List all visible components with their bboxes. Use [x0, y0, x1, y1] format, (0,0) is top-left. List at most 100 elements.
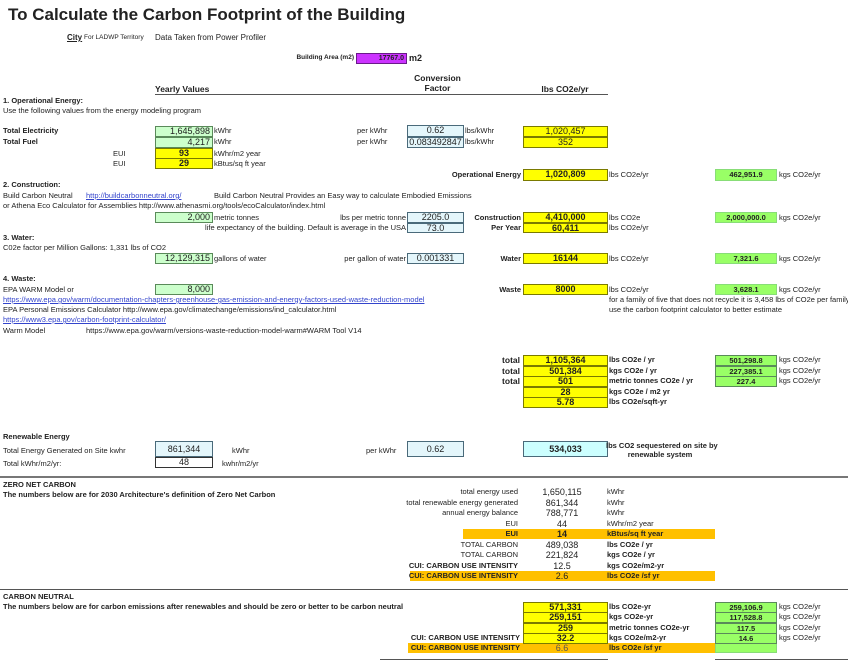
waste-lbs: 8000: [523, 284, 608, 295]
zero-row-value: 788,771: [545, 508, 579, 518]
zero-row-unit: kgs CO2e/m2-yr: [607, 560, 665, 570]
page-title: To Calculate the Carbon Footprint of the…: [8, 5, 406, 24]
zero-row-unit: lbs CO2e / yr: [607, 539, 653, 549]
zero-row-label: EUI: [505, 529, 518, 538]
section-waste: 4. Waste:: [3, 274, 36, 283]
water-kgs: 7,321.6: [715, 253, 777, 264]
eui-label: EUI: [113, 159, 126, 168]
neutral-row-kgs-unit: kgs CO2e/yr: [779, 602, 821, 611]
generated-label: Total Energy Generated on Site kwhr: [3, 446, 126, 455]
sequestered-lbs: 534,033: [523, 441, 608, 457]
generated-input[interactable]: 861,344: [155, 441, 213, 457]
zero-row-unit: kBtus/sq ft year: [607, 529, 664, 538]
bcn-label: Build Carbon Neutral: [3, 191, 73, 200]
neutral-row-unit: kgs CO2e-yr: [609, 612, 654, 622]
warm-model-url: https://www.epa.gov/warm/versions-waste-…: [86, 326, 362, 335]
construction-label: Construction: [474, 213, 521, 222]
operational-note: Use the following values from the energy…: [3, 106, 202, 115]
divider: [0, 589, 848, 590]
eui-label: EUI: [113, 149, 126, 158]
lbs-header: lbs CO2e/yr: [541, 84, 589, 94]
unit-label: metric tonnes CO2e / yr: [609, 376, 694, 385]
zero-row-unit: lbs CO2e /sf yr: [607, 571, 660, 580]
per-label: per kWhr: [357, 126, 388, 135]
divider: [0, 476, 848, 478]
total-kgs-1: 501,298.8: [715, 355, 777, 366]
warm-doc-link[interactable]: https://www.epa.gov/warm/documentation-c…: [3, 295, 425, 304]
athena-note: or Athena Eco Calculator for Assemblies …: [3, 201, 326, 210]
unit-label: kgs CO2e / m2 yr: [609, 387, 670, 396]
water-factor-input[interactable]: 0.001331: [407, 253, 464, 264]
carbon-calculator-link[interactable]: https://www3.epa.gov/carbon-footprint-ca…: [3, 315, 166, 324]
zero-row-unit: kWhr: [607, 487, 625, 496]
total-tonnes: 501: [523, 376, 608, 387]
zero-row-unit: kWhr/m2 year: [607, 518, 654, 528]
waste-input[interactable]: 8,000: [155, 284, 213, 295]
operational-total-kgs: 462,951.9: [715, 169, 777, 181]
unit-label: lbs CO2e / yr: [609, 355, 655, 364]
city-value[interactable]: For LADWP Territory: [84, 34, 144, 41]
building-area-input[interactable]: 17767.0: [356, 53, 407, 64]
unit-label: lbs/kWhr: [465, 137, 495, 146]
zero-row-value: 44: [556, 518, 567, 529]
neutral-note: The numbers below are for carbon emissio…: [3, 602, 404, 611]
water-label: Water: [500, 254, 521, 263]
unit-label: kWhr: [232, 446, 250, 455]
conversion-header: Conversion: [414, 73, 461, 83]
warm-label: EPA WARM Model or: [3, 285, 74, 294]
unit-label: kwhr/m2/yr: [222, 459, 259, 468]
neutral-row-unit: lbs CO2e /sf yr: [609, 643, 662, 653]
highlight-row: [408, 643, 715, 653]
unit-label: metric tonnes: [214, 213, 260, 222]
zero-row-unit: kWhr: [607, 497, 625, 507]
neutral-row-unit: kgs CO2e/m2-yr: [609, 632, 667, 642]
neutral-row-kgs: 14.6: [715, 632, 777, 644]
zero-row-label: CUI: CARBON USE INTENSITY: [408, 560, 518, 570]
sequestered-note: lbs CO2 sequestered on site by: [606, 441, 718, 450]
zero-row-value: 221,824: [545, 550, 579, 560]
construction-tonnes-input[interactable]: 2,000: [155, 212, 213, 223]
total-lbs: 1,105,364: [523, 355, 608, 366]
zero-row-value: 861,344: [545, 497, 579, 508]
unit-label: kBtus/sq ft year: [214, 159, 266, 168]
waste-label: Waste: [499, 285, 521, 294]
total-label: total: [502, 355, 520, 365]
unit-label: lbs CO2e: [609, 213, 641, 222]
zero-row-label: total renewable energy generated: [406, 497, 518, 507]
unit-label: lbs CO2e/yr: [609, 285, 649, 294]
bcn-description: Build Carbon Neutral Provides an Easy wa…: [214, 191, 472, 200]
life-expectancy-label: life expectancy of the building. Default…: [205, 223, 406, 232]
yearly-values-header: Yearly Values: [155, 84, 210, 94]
construction-kgs: 2,000,000.0: [715, 212, 777, 223]
bcn-link[interactable]: http://buildcarbonneutral.org/: [86, 191, 182, 200]
life-expectancy-input[interactable]: 73.0: [407, 223, 464, 233]
operational-total-label: Operational Energy: [451, 170, 521, 179]
city-label: City: [67, 33, 83, 42]
per-label: per kWhr: [357, 137, 388, 146]
zero-row-value: 12.5: [553, 560, 571, 571]
neutral-row-value: 6.6: [555, 643, 569, 654]
electricity-input[interactable]: 1,645,898: [155, 126, 213, 137]
per-gallon-label: per gallon of water: [344, 254, 406, 263]
renewable-factor-input[interactable]: 0.62: [407, 441, 464, 457]
unit-label: kgs CO2e/yr: [779, 376, 821, 385]
personal-calculator-note: EPA Personal Emissions Calculator http:/…: [3, 305, 337, 314]
unit-label: lbs CO2e/sqft-yr: [609, 397, 667, 406]
kwhr-m2-value: 48: [155, 457, 213, 468]
eui-kbtu: 29: [155, 158, 213, 169]
zero-row-label: TOTAL CARBON: [460, 550, 518, 559]
zero-row-unit: kgs CO2e / yr: [607, 550, 655, 559]
waste-kgs: 3,628.1: [715, 284, 777, 295]
fuel-input[interactable]: 4,217: [155, 137, 213, 148]
section-water: 3. Water:: [3, 233, 35, 242]
warm-model-label: Warm Model: [3, 326, 46, 335]
unit-label: kgs CO2e/yr: [779, 366, 821, 375]
zero-row-label: EUI: [505, 518, 518, 528]
water-gallons-input[interactable]: 12,129,315: [155, 253, 213, 264]
construction-lbs: 4,410,000: [523, 212, 608, 223]
fuel-lbs: 352: [523, 137, 608, 148]
electricity-factor-input[interactable]: 0.62: [407, 125, 464, 137]
zero-row-unit: kWhr: [607, 508, 625, 517]
fuel-factor-input[interactable]: 0.083492847: [407, 137, 464, 148]
per-tonne-input[interactable]: 2205.0: [407, 212, 464, 223]
